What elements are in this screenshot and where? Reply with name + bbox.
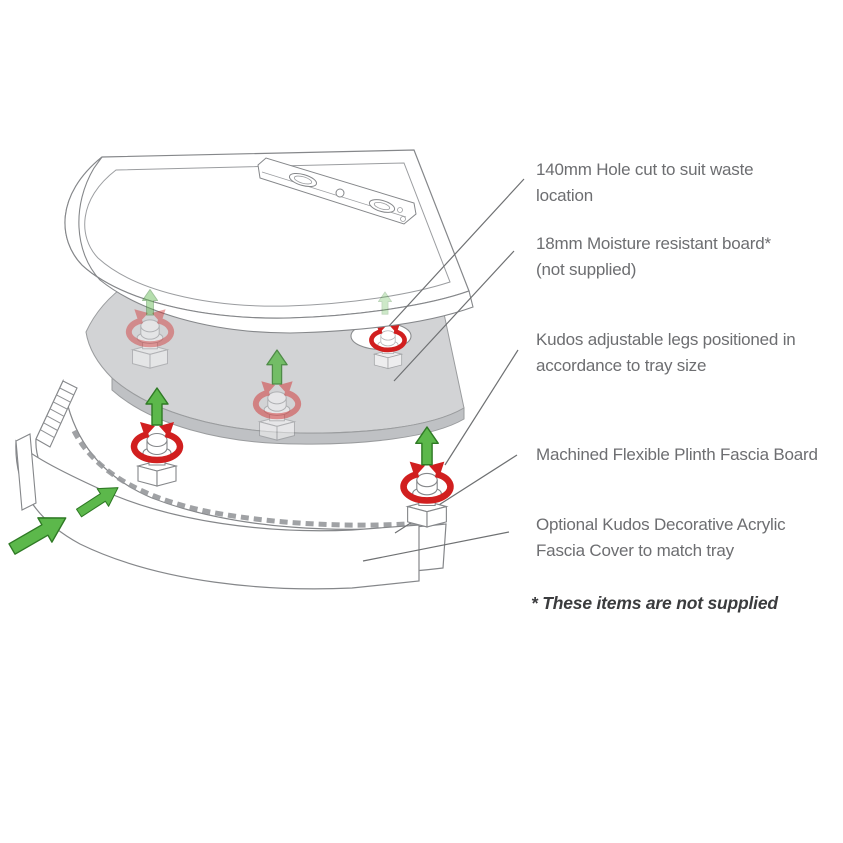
kerf-end-face (35, 380, 78, 448)
annotation-line: Optional Kudos Decorative Acrylic (536, 515, 786, 534)
leader-line (362, 531, 510, 562)
annotation-line: Machined Flexible Plinth Fascia Board (536, 445, 818, 464)
annotation-line: (not supplied) (536, 260, 637, 279)
annotation-fascia-cover: Optional Kudos Decorative Acrylic Fascia… (536, 512, 836, 564)
annotation-line: location (536, 186, 593, 205)
annotation-line: Fascia Cover to match tray (536, 541, 734, 560)
annotation-line: 18mm Moisture resistant board* (536, 234, 771, 253)
adjustable-leg (404, 426, 451, 528)
leader-line (393, 250, 515, 382)
kerf-cuts (71, 429, 446, 528)
annotation-plinth-fascia: Machined Flexible Plinth Fascia Board (536, 442, 836, 468)
tray-corner-bracket (257, 157, 417, 225)
annotation-waste-hole: 140mm Hole cut to suit waste location (536, 157, 836, 209)
annotation-adjustable-legs: Kudos adjustable legs positioned in acco… (536, 327, 836, 379)
annotation-line: 140mm Hole cut to suit waste (536, 160, 754, 179)
shower-tray (64, 149, 474, 334)
footnote: * These items are not supplied (531, 593, 778, 613)
fascia-cover (15, 433, 420, 590)
leader-line (388, 178, 525, 327)
leader-line (444, 349, 519, 466)
annotation-line: Kudos adjustable legs positioned in (536, 330, 796, 349)
annotation-moisture-board: 18mm Moisture resistant board* (not supp… (536, 231, 836, 283)
annotation-line: accordance to tray size (536, 356, 707, 375)
